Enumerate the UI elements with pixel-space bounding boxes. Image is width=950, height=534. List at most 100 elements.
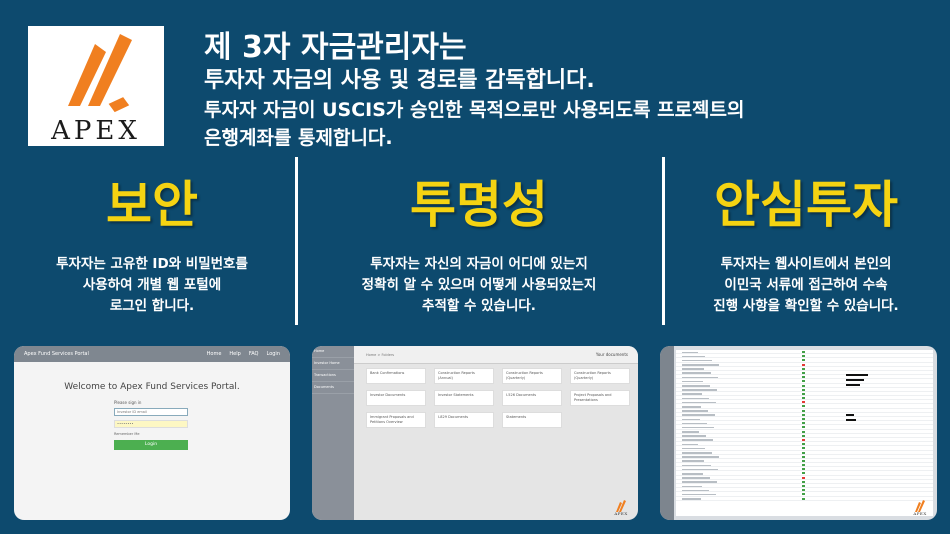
status-dot-icon [802, 451, 805, 454]
status-dot-icon [802, 464, 805, 467]
status-dot-icon [802, 413, 805, 416]
desc-line: 진행 사항을 확인할 수 있습니다. [713, 298, 899, 314]
folder-item[interactable]: Statements [502, 412, 562, 428]
apex-mini-logo: APEX [610, 498, 632, 516]
folder-item[interactable]: Construction Reports (Quarterly) [502, 368, 562, 384]
folder-item[interactable]: I-526 Documents [502, 390, 562, 406]
status-dot-icon [802, 380, 805, 383]
status-row [676, 430, 933, 434]
status-rows [676, 350, 933, 501]
column-description: 투자자는 고유한 ID와 비밀번호를 사용하여 개별 웹 포털에 로그인 합니다… [14, 254, 290, 317]
folder-item[interactable]: Construction Reports (Annual) [434, 368, 494, 384]
login-button[interactable]: Login [114, 440, 188, 450]
status-list-panel [676, 350, 933, 516]
folder-item[interactable]: Construction Reports (Quarterly) [570, 368, 630, 384]
status-row [676, 488, 933, 493]
row-text-placeholder [682, 376, 718, 379]
status-row [676, 388, 933, 392]
status-dot-icon [802, 430, 805, 433]
status-dot-icon [802, 485, 805, 487]
status-dot-icon [802, 438, 805, 441]
status-row [676, 446, 933, 451]
status-list-screenshot: APEX [660, 346, 937, 520]
status-dot-icon [802, 363, 805, 366]
row-text-placeholder [682, 422, 707, 425]
row-text-placeholder [682, 401, 716, 404]
apex-mini-mark-icon [616, 500, 626, 512]
desc-line: 투자자는 웹사이트에서 본인의 [720, 256, 892, 272]
sidebar-item[interactable]: Documents [312, 382, 354, 394]
folder-item[interactable]: Investor Documents [366, 390, 426, 406]
status-dot-icon [802, 443, 805, 446]
documents-sidebar: Home Investor Home Transactions Document… [312, 346, 354, 520]
status-dot-icon [802, 472, 805, 475]
documents-screenshot: Home Investor Home Transactions Document… [312, 346, 638, 520]
row-text-placeholder [682, 405, 701, 408]
sidebar-item[interactable]: Home [312, 346, 354, 358]
row-text-placeholder [682, 351, 698, 354]
status-row [676, 480, 933, 484]
status-row [676, 413, 933, 417]
login-form: Please sign in Investor ID email •••••••… [114, 400, 188, 450]
column-transparency: 투명성 투자자는 자신의 자금이 어디에 있는지 정확히 알 수 있으며 어떻게… [300, 170, 658, 317]
status-dot-icon [802, 401, 805, 404]
folder-item[interactable]: Project Proposals and Presentations [570, 390, 630, 406]
menu-item[interactable]: Help [229, 351, 241, 357]
status-row [676, 358, 933, 363]
status-dot-icon [802, 434, 805, 437]
menu-item[interactable]: Home [206, 351, 222, 357]
status-dot-icon [802, 405, 805, 408]
folder-item[interactable]: Immigrant Proposals and Petitions Overvi… [366, 412, 426, 428]
status-row [676, 484, 933, 489]
sidebar-item[interactable]: Investor Home [312, 358, 354, 370]
apex-mini-mark-icon [915, 500, 925, 512]
row-text-placeholder [682, 372, 711, 375]
remember-me-checkbox[interactable]: Remember Me [114, 432, 140, 436]
row-text-placeholder [682, 418, 700, 421]
status-row [676, 417, 933, 422]
status-dot-icon [802, 384, 805, 387]
status-dot-icon [802, 388, 805, 391]
apex-logo-mark-icon [68, 34, 132, 113]
folder-item[interactable]: I-829 Documents [434, 412, 494, 428]
column-title: 투명성 [410, 176, 548, 234]
folder-item[interactable]: Investor Statements [434, 390, 494, 406]
sidebar-item[interactable]: Transactions [312, 370, 354, 382]
menu-item[interactable]: Login [266, 351, 281, 357]
folder-item[interactable]: Bank Confirmations [366, 368, 426, 384]
status-dot-icon [802, 468, 805, 471]
documents-heading: Your documents [595, 352, 628, 357]
column-divider [295, 157, 298, 325]
status-dot-icon [802, 455, 805, 458]
column-description: 투자자는 웹사이트에서 본인의 이민국 서류에 접근하여 수속 진행 사항을 확… [668, 254, 944, 317]
column-security: 보안 투자자는 고유한 ID와 비밀번호를 사용하여 개별 웹 포털에 로그인 … [14, 170, 290, 317]
status-row [676, 367, 933, 371]
folder-grid: Bank Confirmations Construction Reports … [366, 368, 630, 428]
status-row [676, 392, 933, 397]
header-line-4: 은행계좌를 통제합니다. [204, 127, 393, 149]
password-input[interactable]: •••••••• [114, 420, 188, 428]
portal-menu: Home Help FAQ Login [207, 351, 280, 357]
status-dot-icon [802, 422, 805, 425]
status-dot-icon [802, 351, 805, 353]
row-text-placeholder [682, 489, 709, 492]
status-row [676, 442, 933, 447]
row-text-placeholder [682, 389, 717, 391]
column-description: 투자자는 자신의 자금이 어디에 있는지 정확히 알 수 있으며 어떻게 사용되… [300, 254, 658, 317]
breadcrumb[interactable]: Home > Folders [366, 353, 395, 357]
desc-line: 정확히 알 수 있으며 어떻게 사용되었는지 [361, 277, 597, 293]
documents-top-bar: Home > Folders Your documents [354, 346, 638, 364]
menu-item[interactable]: FAQ [248, 351, 259, 357]
row-text-placeholder [682, 410, 708, 412]
status-dot-icon [802, 371, 805, 374]
redaction-bar [846, 414, 854, 416]
status-dot-icon [802, 359, 805, 362]
row-text-placeholder [682, 385, 710, 387]
row-text-placeholder [682, 443, 698, 446]
redaction-bar [846, 419, 856, 421]
redaction-bar [846, 379, 864, 381]
row-text-placeholder [682, 456, 719, 458]
row-text-placeholder [682, 493, 716, 496]
username-input[interactable]: Investor ID email [114, 408, 188, 416]
column-divider [662, 157, 665, 325]
